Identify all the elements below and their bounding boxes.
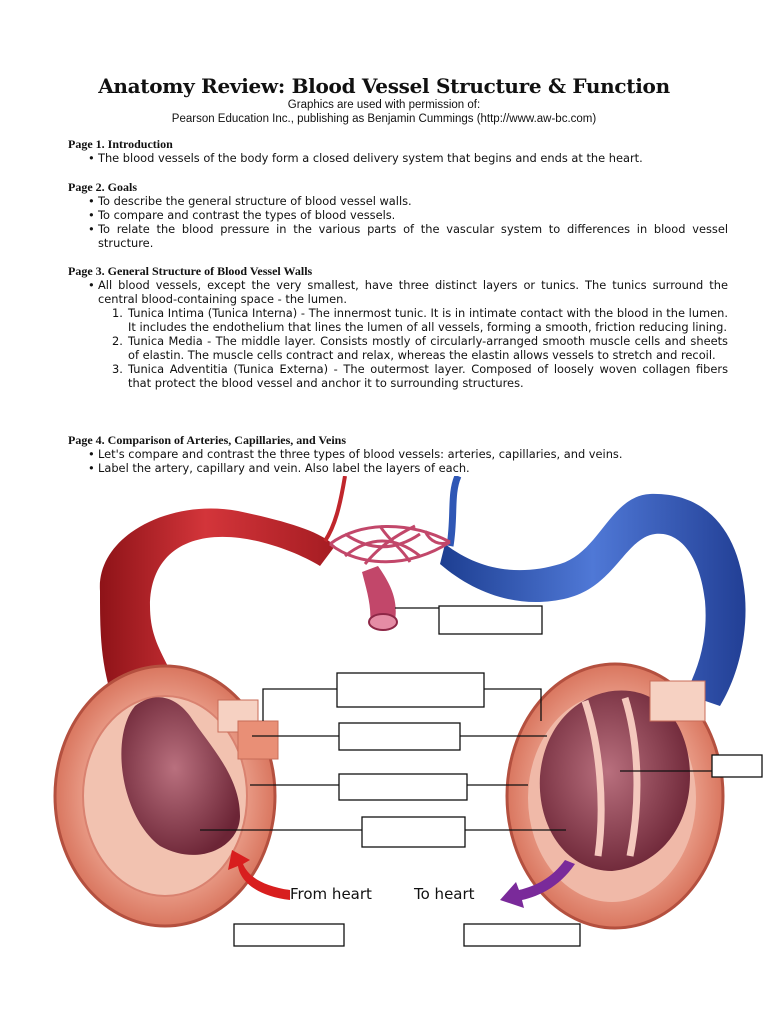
section-page4: Page 4. Comparison of Arteries, Capillar… xyxy=(68,433,728,475)
item-number: 3. xyxy=(112,362,123,376)
artery-cross-section xyxy=(53,664,279,928)
section-page3: Page 3. General Structure of Blood Vesse… xyxy=(68,264,728,390)
numbered-item: 1. Tunica Intima (Tunica Interna) - The i… xyxy=(68,306,728,334)
label-box-layer-1[interactable] xyxy=(336,672,485,708)
capillary-opening xyxy=(368,613,398,631)
vein-tube xyxy=(440,493,746,706)
capillary-tube xyxy=(362,566,396,624)
section-heading: Page 3. General Structure of Blood Vesse… xyxy=(68,264,313,278)
numbered-item: 2. Tunica Media - The middle layer. Consi… xyxy=(68,334,728,362)
capillary-bed xyxy=(329,524,451,565)
bullet-item: Label the artery, capillary and vein. Al… xyxy=(68,461,728,475)
item-text: Tunica Media - The middle layer. Consist… xyxy=(128,334,728,362)
bullet-item: All blood vessels, except the very small… xyxy=(68,278,728,306)
numbered-item: 3. Tunica Adventitia (Tunica Externa) - T… xyxy=(68,362,728,390)
page-title: Anatomy Review: Blood Vessel Structure &… xyxy=(98,74,670,98)
to-heart-arrow-icon xyxy=(500,860,575,908)
section-heading: Page 2. Goals xyxy=(68,180,137,194)
from-heart-arrow-icon xyxy=(228,850,290,900)
bullet-item: Let's compare and contrast the three typ… xyxy=(68,447,728,461)
label-box-artery[interactable] xyxy=(233,923,345,947)
item-text: Tunica Intima (Tunica Interna) - The inn… xyxy=(128,306,728,334)
credit-line-2: Pearson Education Inc., publishing as Be… xyxy=(171,113,597,125)
bullet-item: To relate the blood pressure in the vari… xyxy=(68,222,728,250)
section-heading: Page 1. Introduction xyxy=(68,137,173,151)
to-heart-label: To heart xyxy=(413,885,475,903)
section-heading: Page 4. Comparison of Arteries, Capillar… xyxy=(68,433,346,447)
item-number: 2. xyxy=(112,334,123,348)
vein-cross-section xyxy=(505,662,725,930)
item-number: 1. xyxy=(112,306,123,320)
label-box-vein[interactable] xyxy=(463,923,581,947)
section-page2: Page 2. Goals To describe the general st… xyxy=(68,180,728,250)
item-text: Tunica Adventitia (Tunica Externa) - The… xyxy=(128,362,728,390)
label-box-layer-2[interactable] xyxy=(338,722,461,751)
bullet-item: To describe the general structure of blo… xyxy=(68,194,728,208)
blood-vessel-diagram: From heart To heart xyxy=(53,476,763,947)
credit-line-1: Graphics are used with permission of: xyxy=(287,99,481,111)
label-box-lumen[interactable] xyxy=(361,816,466,848)
section-page1: Page 1. Introduction The blood vessels o… xyxy=(68,137,728,165)
label-box-layer-3[interactable] xyxy=(338,773,468,801)
bullet-item: To compare and contrast the types of blo… xyxy=(68,208,728,222)
artery-branch xyxy=(323,476,347,543)
vein-branch xyxy=(446,476,462,547)
label-box-capillary[interactable] xyxy=(438,605,543,635)
leader-lines xyxy=(200,607,712,831)
from-heart-label: From heart xyxy=(290,885,372,903)
label-box-vein-valve[interactable] xyxy=(711,754,763,778)
bullet-item: The blood vessels of the body form a clo… xyxy=(68,151,728,165)
artery-tube xyxy=(99,508,335,691)
